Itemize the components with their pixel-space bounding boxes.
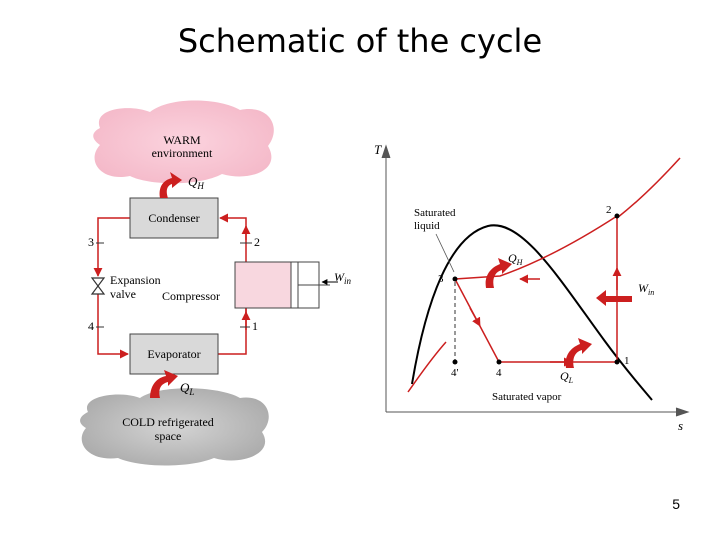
compressor-cylinder [234,261,292,309]
saturated-vapor-label: Saturated vapor [492,391,562,403]
heat-rejected-arrow [159,172,182,198]
warm-label-line2: environment [152,146,213,160]
state-4-label: 4 [88,319,94,333]
cold-refrigerated-space-cloud [80,388,269,466]
ts-point-3: 3 [438,273,444,285]
condenser-label: Condenser [148,211,199,225]
ts-arrow-expand [469,307,481,327]
ts-cycle-path [407,157,681,393]
evaporator-box [129,333,219,375]
saturated-liquid-label-2: liquid [414,220,440,232]
ts-axes [381,144,690,417]
ts-ql-label: QL [560,369,574,385]
condenser-box [129,197,219,239]
expansion-label-line2: valve [110,287,136,301]
ts-point-1: 1 [624,355,630,367]
work-input-label: Win [334,270,352,286]
qh-label: QH [188,174,204,191]
compressor-label: Compressor [162,289,220,303]
ts-qh-arrow [485,258,512,288]
state-2-label: 2 [254,235,260,249]
saturated-liquid-label-1: Saturated [414,207,456,219]
ts-point-2: 2 [606,204,612,216]
ts-point-4prime: 4' [451,367,459,379]
ts-qh-label: QH [508,251,524,267]
expansion-valve-icon [90,277,106,295]
page-number: 5 [672,496,680,512]
slide-title: Schematic of the cycle [177,22,543,60]
ts-state-points [452,213,620,365]
ql-label: QL [180,380,194,397]
warm-environment-cloud [93,100,274,184]
ts-y-axis-label: T [374,142,382,157]
cold-label-line2: space [155,429,182,443]
warm-label-line1: WARM [163,133,201,147]
ts-win-label: Win [638,281,654,297]
heat-absorbed-arrow [150,370,178,398]
ts-work-arrow [596,290,632,306]
state-3-label: 3 [88,235,94,249]
state-1-label: 1 [252,319,258,333]
ts-point-4: 4 [496,367,502,379]
ts-x-axis-label: s [678,418,683,433]
saturation-dome [411,224,653,401]
ts-ql-arrow [565,338,592,368]
expansion-label-line1: Expansion [110,273,161,287]
evaporator-label: Evaporator [147,347,200,361]
cold-label-line1: COLD refrigerated [122,415,214,429]
